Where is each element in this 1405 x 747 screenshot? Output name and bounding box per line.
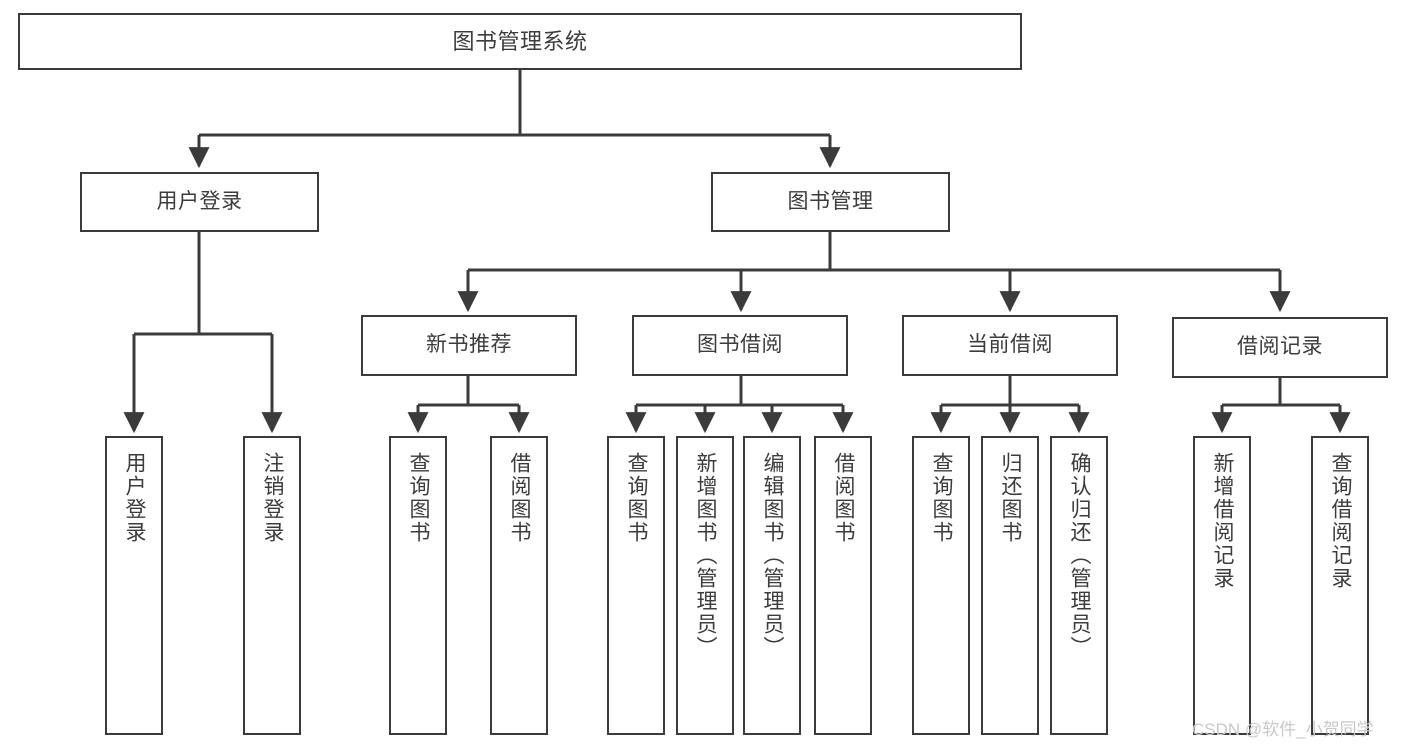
- node-root-system[interactable]: 图书管理系统: [18, 13, 1022, 70]
- node-label: 用户登录: [123, 452, 147, 544]
- node-book-borrow[interactable]: 图书借阅: [632, 315, 848, 376]
- csdn-watermark: CSDN @软件_小贺同学: [1192, 720, 1374, 739]
- node-label: 查询借阅记录: [1329, 452, 1353, 590]
- leaf-borrow-book[interactable]: 借阅图书: [814, 436, 872, 735]
- node-label: 确认归还（管理员）: [1068, 452, 1092, 659]
- leaf-return-book[interactable]: 归还图书: [981, 436, 1039, 735]
- node-label: 新书推荐: [426, 333, 512, 357]
- node-label: 归还图书: [999, 452, 1023, 544]
- node-label: 当前借阅: [967, 333, 1053, 357]
- node-label: 新增图书（管理员）: [694, 452, 718, 659]
- node-label: 图书管理: [787, 189, 874, 213]
- node-label: 查询图书: [625, 452, 649, 544]
- leaf-add-book-admin[interactable]: 新增图书（管理员）: [676, 436, 734, 735]
- leaf-query-book-current[interactable]: 查询图书: [912, 436, 970, 735]
- leaf-edit-book-admin[interactable]: 编辑图书（管理员）: [743, 436, 801, 735]
- leaf-borrow-book-new[interactable]: 借阅图书: [490, 436, 548, 735]
- node-label: 新增借阅记录: [1211, 452, 1235, 590]
- node-new-book-recommend[interactable]: 新书推荐: [361, 315, 577, 376]
- node-label: 查询图书: [930, 452, 954, 544]
- leaf-user-login[interactable]: 用户登录: [105, 436, 163, 735]
- leaf-confirm-return-admin[interactable]: 确认归还（管理员）: [1050, 436, 1108, 735]
- node-user-login[interactable]: 用户登录: [80, 172, 319, 232]
- node-borrow-record[interactable]: 借阅记录: [1172, 317, 1388, 378]
- leaf-query-book-borrow[interactable]: 查询图书: [607, 436, 665, 735]
- node-label: 注销登录: [261, 452, 285, 544]
- node-label: 图书借阅: [697, 333, 783, 357]
- node-label: 借阅图书: [832, 452, 856, 544]
- node-label: 编辑图书（管理员）: [761, 452, 785, 659]
- node-label: 用户登录: [156, 189, 243, 213]
- leaf-query-borrow-record[interactable]: 查询借阅记录: [1311, 436, 1369, 735]
- node-book-manage[interactable]: 图书管理: [711, 172, 950, 232]
- leaf-query-book-new[interactable]: 查询图书: [389, 436, 447, 735]
- node-current-borrow[interactable]: 当前借阅: [902, 315, 1118, 376]
- node-label: 图书管理系统: [452, 28, 588, 54]
- node-label: 借阅图书: [508, 452, 532, 544]
- leaf-add-borrow-record[interactable]: 新增借阅记录: [1193, 436, 1251, 735]
- leaf-logout[interactable]: 注销登录: [243, 436, 301, 735]
- node-label: 查询图书: [407, 452, 431, 544]
- node-label: 借阅记录: [1237, 335, 1323, 359]
